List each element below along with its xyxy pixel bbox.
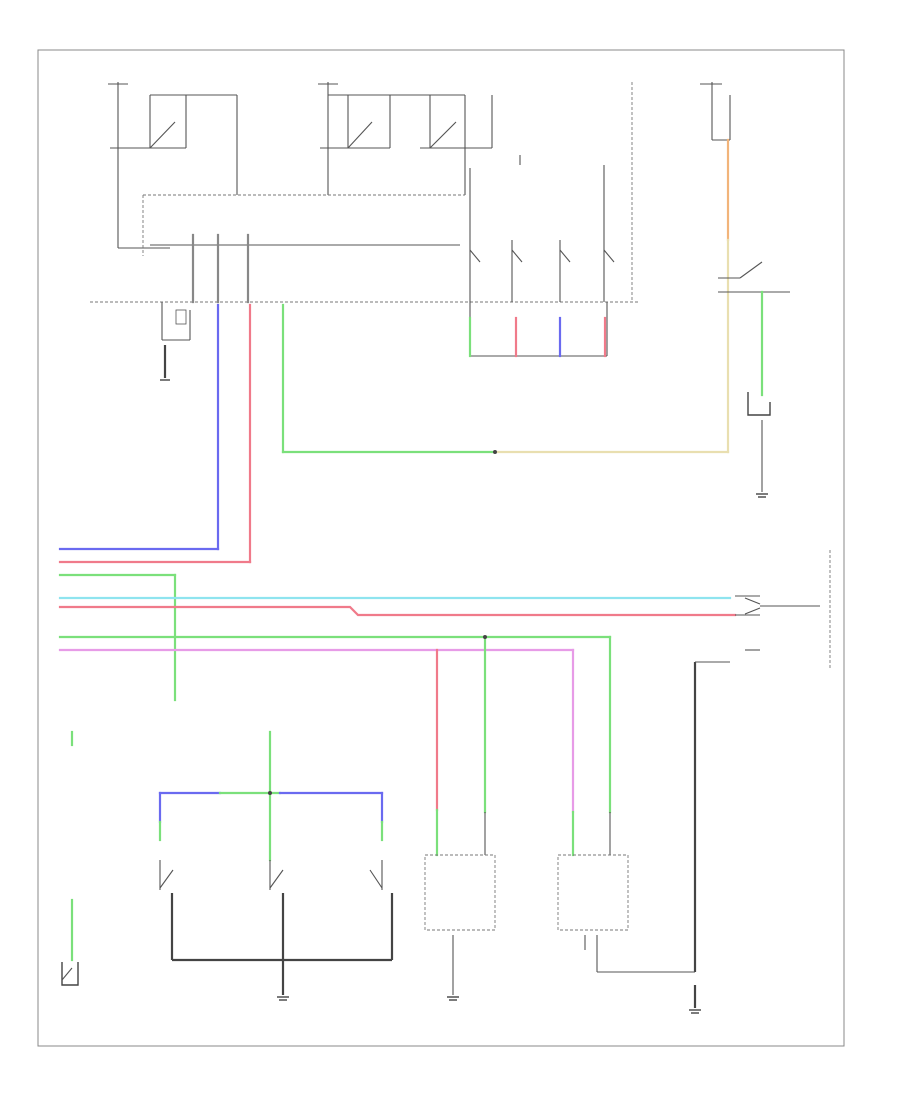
diagram-frame [37, 49, 845, 1047]
right-door-lock-switch [689, 550, 831, 1014]
wire-pink-module [58, 303, 252, 564]
horizontal-harness [58, 573, 737, 702]
wire-green-module [281, 303, 730, 454]
actuator-a [424, 635, 496, 1001]
top-switch-group [108, 82, 521, 249]
door-switch-group [700, 82, 790, 498]
relay-group [469, 165, 615, 302]
switch-row [158, 791, 394, 1001]
actuator-b [557, 635, 695, 973]
module-ground-left [160, 302, 191, 381]
wire-blue-module [58, 303, 220, 551]
fuse-left [61, 730, 79, 986]
module-ground-mid [469, 302, 608, 357]
control-module [90, 82, 640, 303]
